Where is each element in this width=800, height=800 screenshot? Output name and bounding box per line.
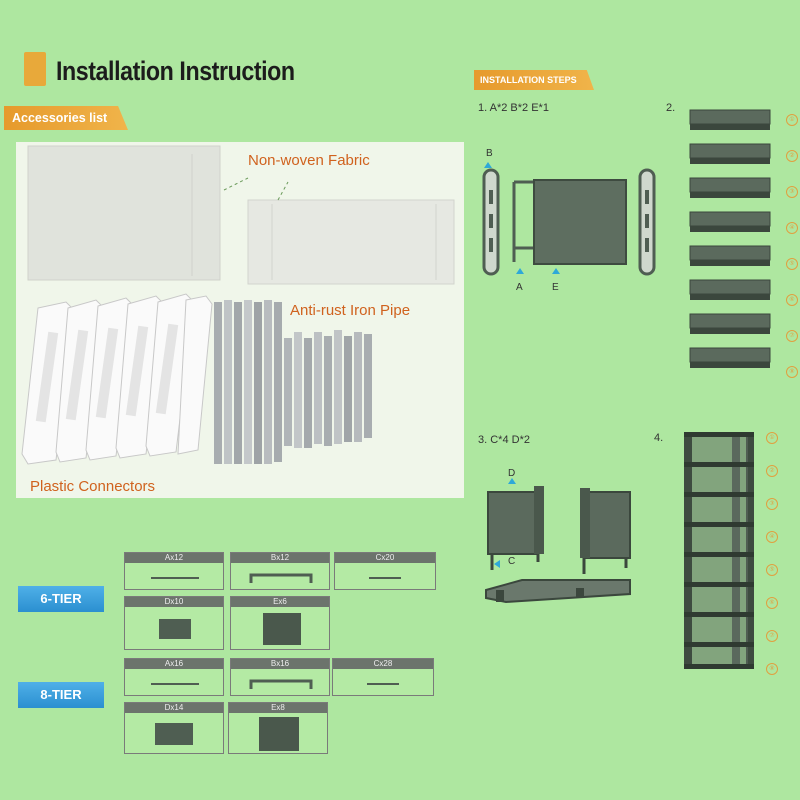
step-4-number: ⑦ xyxy=(766,630,778,642)
six-tier-part-b: Bx12 xyxy=(230,552,330,590)
step-4-number: ⑥ xyxy=(766,597,778,609)
six-tier-part-c: Cx20 xyxy=(334,552,436,590)
part-c-pipe-icon xyxy=(367,683,399,685)
part-d-panel-icon xyxy=(155,723,193,745)
accessories-photo: Non-woven Fabric Anti-rust Iron Pipe Pla… xyxy=(16,142,464,498)
part-a-pipe-icon xyxy=(151,577,199,579)
part-b-frame-icon xyxy=(249,573,313,583)
plastic-connectors-label: Plastic Connectors xyxy=(30,478,156,495)
part-a-count: Ax12 xyxy=(125,553,223,563)
step-2-number: ⑧ xyxy=(786,366,798,378)
eight-tier-part-e: Ex8 xyxy=(228,702,328,754)
brand-logo-block xyxy=(24,52,46,86)
part-d-count: Dx14 xyxy=(125,703,223,713)
step-2-number-list: ① ② ③ ④ ⑤ ⑥ ⑦ ⑧ xyxy=(786,114,798,378)
six-tier-label: 6-TIER xyxy=(18,586,104,612)
part-c-count: Cx20 xyxy=(335,553,435,563)
step-3-letter-d: D xyxy=(508,468,516,479)
step-2-number: ⑤ xyxy=(786,258,798,270)
part-e-count: Ex8 xyxy=(229,703,327,713)
part-b-count: Bx12 xyxy=(231,553,329,563)
step-1-letter-a: A xyxy=(516,282,523,293)
step-4-number: ③ xyxy=(766,498,778,510)
nonwoven-fabric-label: Non-woven Fabric xyxy=(248,152,370,169)
step-3-label: 3. C*4 D*2 xyxy=(478,434,530,446)
part-e-shelf-icon xyxy=(259,717,299,751)
step-4-number: ⑧ xyxy=(766,663,778,675)
part-c-pipe-icon xyxy=(369,577,401,579)
step-2-number: ⑥ xyxy=(786,294,798,306)
step-3-letter-c: C xyxy=(508,556,516,567)
step-1-letter-e: E xyxy=(552,282,559,293)
step-2-number: ⑦ xyxy=(786,330,798,342)
iron-pipe-label: Anti-rust Iron Pipe xyxy=(290,302,411,319)
eight-tier-label: 8-TIER xyxy=(18,682,104,708)
part-b-frame-icon xyxy=(249,679,313,689)
eight-tier-part-d: Dx14 xyxy=(124,702,224,754)
step-3-diagram xyxy=(485,478,631,604)
step-4-number-list: ① ② ③ ④ ⑤ ⑥ ⑦ ⑧ xyxy=(766,432,778,675)
eight-tier-part-c: Cx28 xyxy=(332,658,434,696)
part-d-count: Dx10 xyxy=(125,597,223,607)
step-4-assembled-rack xyxy=(684,432,754,669)
step-2-number: ① xyxy=(786,114,798,126)
step-4-number: ⑤ xyxy=(766,564,778,576)
part-a-count: Ax16 xyxy=(125,659,223,669)
step-2-label: 2. xyxy=(666,102,676,114)
part-d-panel-icon xyxy=(159,619,191,639)
step-1-letter-b: B xyxy=(486,148,493,159)
part-e-count: Ex6 xyxy=(231,597,329,607)
six-tier-part-e: Ex6 xyxy=(230,596,330,650)
step-2-number: ② xyxy=(786,150,798,162)
part-a-pipe-icon xyxy=(151,683,199,685)
step-2-number: ④ xyxy=(786,222,798,234)
six-tier-part-d: Dx10 xyxy=(124,596,224,650)
step-4-number: ① xyxy=(766,432,778,444)
six-tier-part-a: Ax12 xyxy=(124,552,224,590)
step-2-number: ③ xyxy=(786,186,798,198)
step-4-number: ④ xyxy=(766,531,778,543)
accessories-tag: Accessories list xyxy=(4,106,128,130)
step-1-label: 1. A*2 B*2 E*1 xyxy=(478,102,549,114)
part-e-shelf-icon xyxy=(263,613,301,645)
part-b-count: Bx16 xyxy=(231,659,329,669)
eight-tier-part-a: Ax16 xyxy=(124,658,224,696)
installation-steps-tag: INSTALLATION STEPS xyxy=(474,70,594,90)
page-title: Installation Instruction xyxy=(56,56,295,86)
step-2-shelf-stack xyxy=(689,109,771,369)
step-4-number: ② xyxy=(766,465,778,477)
eight-tier-part-b: Bx16 xyxy=(230,658,330,696)
step-4-label: 4. xyxy=(654,432,664,444)
step-1-diagram xyxy=(482,162,656,276)
accessories-illustration xyxy=(21,145,455,465)
part-c-count: Cx28 xyxy=(333,659,433,669)
